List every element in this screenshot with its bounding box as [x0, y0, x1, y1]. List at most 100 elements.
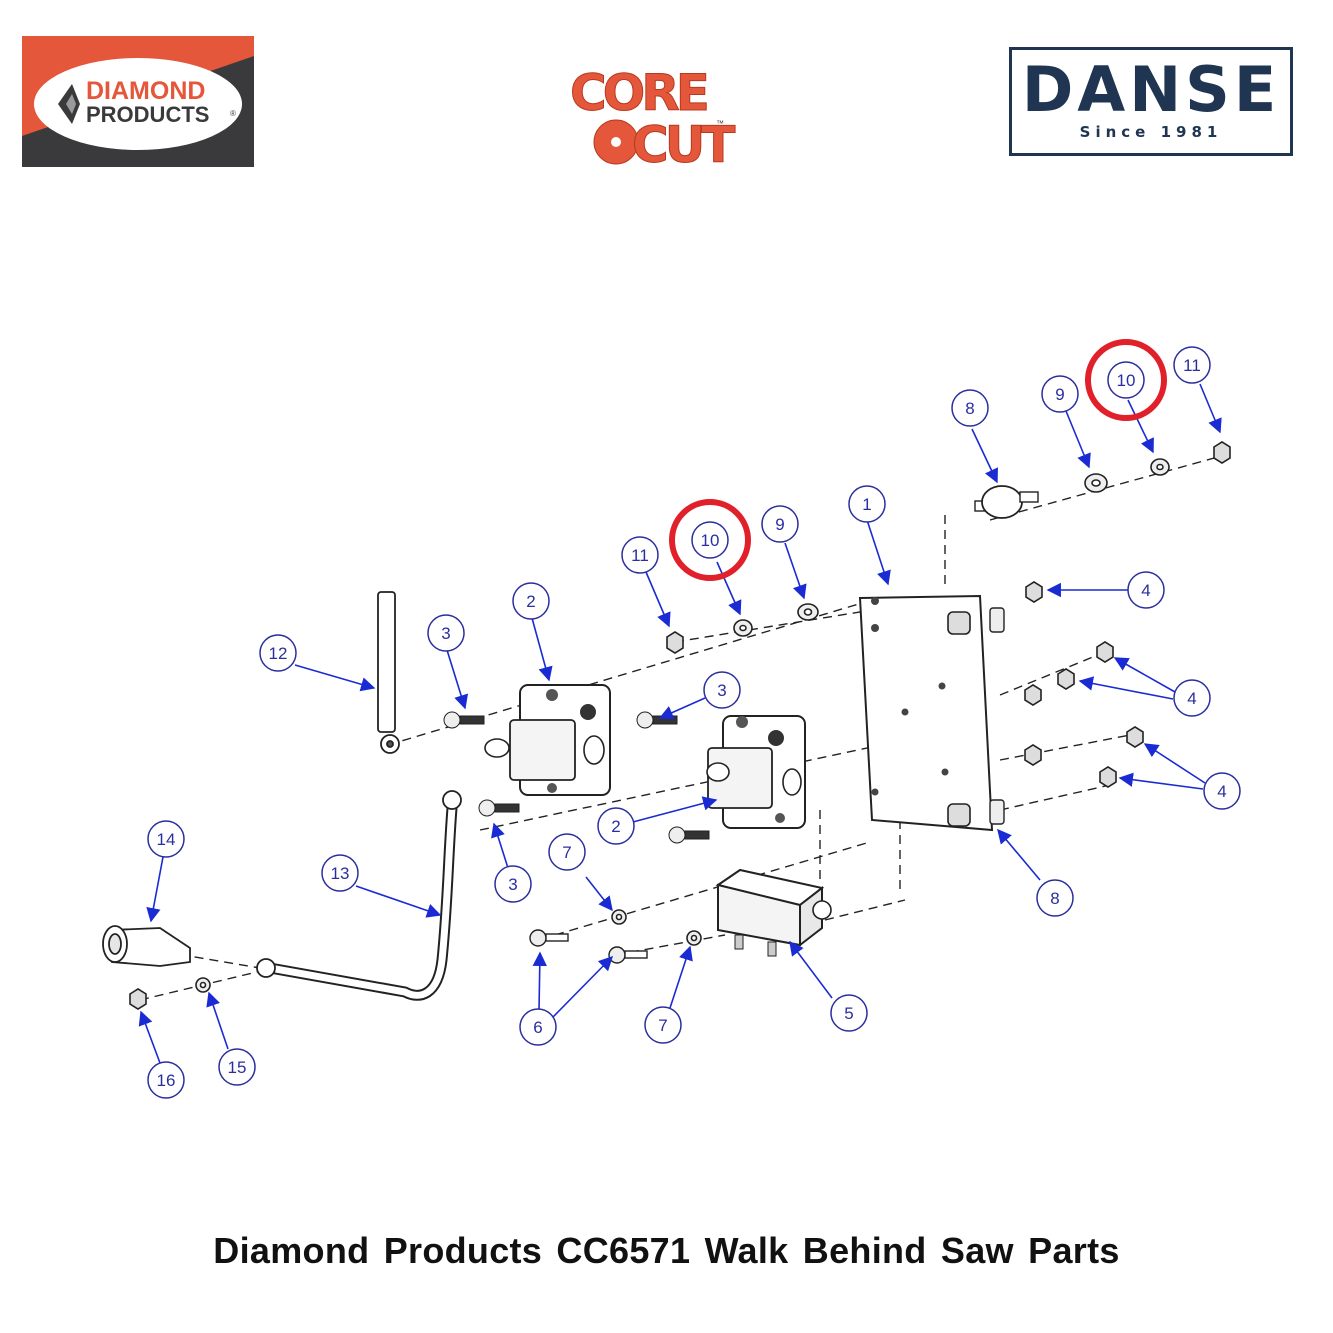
highlight-ring [669, 499, 751, 581]
callout-label: 3 [441, 624, 450, 643]
callout-c4c: 4 [1203, 772, 1241, 810]
callout-label: 12 [269, 644, 288, 663]
saw-blade-icon [593, 119, 639, 165]
danse-logo: DANSE Since 1981 [1009, 47, 1293, 156]
callout-label: 9 [1055, 385, 1064, 404]
callout-c3b: 3 [703, 671, 741, 709]
callout-arrows [138, 383, 1222, 1064]
core-word: CORE [570, 64, 707, 122]
callout-circle [147, 820, 185, 858]
callout-c10b: 10 [669, 499, 751, 581]
washers-9 [797, 473, 1108, 621]
callout-circle [1203, 772, 1241, 810]
core-cut-logo: CORE CUT ™ [570, 64, 737, 169]
callout-c10a: 10 [1085, 339, 1167, 421]
mounting-plate [858, 594, 1005, 832]
callout-circle [830, 994, 868, 1032]
nuts-11 [666, 441, 1231, 654]
callout-label: 16 [157, 1071, 176, 1090]
callout-c11a: 11 [1173, 346, 1211, 384]
callout-label: 15 [228, 1058, 247, 1077]
danse-since: Since 1981 [1079, 123, 1223, 141]
callout-circle [951, 389, 989, 427]
callout-c11b: 11 [621, 536, 659, 574]
callout-label: 14 [157, 830, 176, 849]
callout-label: 9 [775, 515, 784, 534]
callout-c6: 6 [519, 1008, 557, 1046]
callout-label: 4 [1187, 689, 1196, 708]
callout-circle [848, 485, 886, 523]
callout-c3c: 3 [494, 865, 532, 903]
callout-label: 8 [1050, 889, 1059, 908]
callout-label: 11 [631, 546, 649, 565]
callout-circle [761, 505, 799, 543]
circuit-breaker-upper [484, 684, 611, 796]
callout-c16: 16 [147, 1061, 185, 1099]
screws-6 [529, 929, 648, 964]
callout-c13: 13 [321, 854, 359, 892]
screws-3 [443, 711, 710, 844]
callout-c9b: 9 [761, 505, 799, 543]
relay [715, 868, 832, 957]
callout-circle [512, 582, 550, 620]
battery-cable [256, 790, 462, 1001]
callout-c8a: 8 [951, 389, 989, 427]
callout-circle [1036, 879, 1074, 917]
callout-label: 5 [844, 1004, 853, 1023]
callout-circle [644, 1006, 682, 1044]
callout-label: 3 [508, 875, 517, 894]
callout-circle [259, 634, 297, 672]
nuts-4 [1024, 581, 1144, 788]
callout-circle [621, 536, 659, 574]
callout-label: 10 [701, 531, 720, 550]
callout-circle [1173, 346, 1211, 384]
registered-mark: ® [230, 109, 236, 118]
callout-label: 4 [1217, 782, 1226, 801]
nut-16 [129, 988, 147, 1010]
callout-c15: 15 [218, 1048, 256, 1086]
callout-circle [597, 807, 635, 845]
lock-washers-10 [733, 458, 1170, 637]
callout-circle [519, 1008, 557, 1046]
diamond-products-logo: DIAMOND PRODUCTS ® [22, 36, 254, 167]
callout-label: 2 [611, 817, 620, 836]
callout-label: 8 [965, 399, 974, 418]
callout-circle [218, 1048, 256, 1086]
callout-c7b: 7 [644, 1006, 682, 1044]
callout-circle [1041, 375, 1079, 413]
stud-terminal [974, 485, 1039, 519]
callout-label: 1 [862, 495, 871, 514]
callout-c1: 1 [848, 485, 886, 523]
cut-word: CUT [632, 116, 735, 168]
circuit-breaker-lower [706, 715, 806, 829]
danse-name: DANSE [1021, 53, 1281, 126]
callout-c2b: 2 [597, 807, 635, 845]
diamond-mark-icon [58, 84, 80, 124]
callout-c4b: 4 [1173, 679, 1211, 717]
callout-circle [1107, 361, 1145, 399]
callout-circle [147, 1061, 185, 1099]
callout-circle [691, 521, 729, 559]
callout-circle [427, 614, 465, 652]
callout-c8b: 8 [1036, 879, 1074, 917]
callout-label: 4 [1141, 581, 1150, 600]
callout-label: 3 [717, 681, 726, 700]
callout-circle [1173, 679, 1211, 717]
ground-rod [377, 591, 400, 754]
callout-c14: 14 [147, 820, 185, 858]
callout-c12: 12 [259, 634, 297, 672]
diamond-word: DIAMOND [86, 77, 205, 105]
callout-label: 7 [562, 843, 571, 862]
callout-c3a: 3 [427, 614, 465, 652]
trademark-mark: ™ [716, 119, 724, 128]
callout-label: 2 [526, 592, 535, 611]
callout-label: 11 [1183, 356, 1201, 375]
washer-15 [195, 977, 211, 993]
callout-label: 6 [533, 1018, 542, 1037]
callout-c4a: 4 [1127, 571, 1165, 609]
highlight-ring [1085, 339, 1167, 421]
washers-7 [611, 909, 702, 946]
callout-circle [1127, 571, 1165, 609]
callout-label: 10 [1117, 371, 1136, 390]
